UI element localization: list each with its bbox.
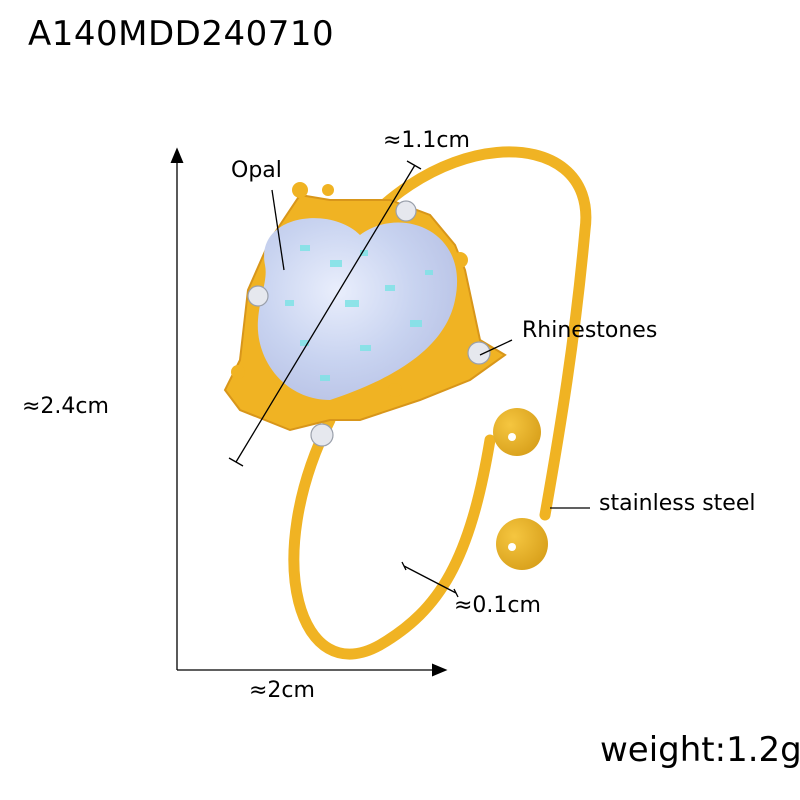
width-dimension: ≈2cm [249,678,315,703]
stone-setting [223,182,507,447]
opal-stone [257,218,458,400]
stone-diagonal-dimension: ≈1.1cm [383,128,470,153]
annotation-lines [228,160,590,598]
ball-end-bottom [496,518,548,570]
product-code: A140MDD240710 [28,14,335,54]
ring-band [288,146,592,660]
dimension-axes [170,147,448,677]
rhinestones [247,200,491,447]
band-thickness-dimension: ≈0.1cm [454,593,541,618]
opal-label: Opal [231,158,282,183]
weight-label: weight:1.2g [600,730,800,770]
rhinestones-label: Rhinestones [522,318,658,343]
material-label: stainless steel [599,491,756,516]
ball-end-top [493,408,541,456]
height-dimension: ≈2.4cm [22,394,109,419]
